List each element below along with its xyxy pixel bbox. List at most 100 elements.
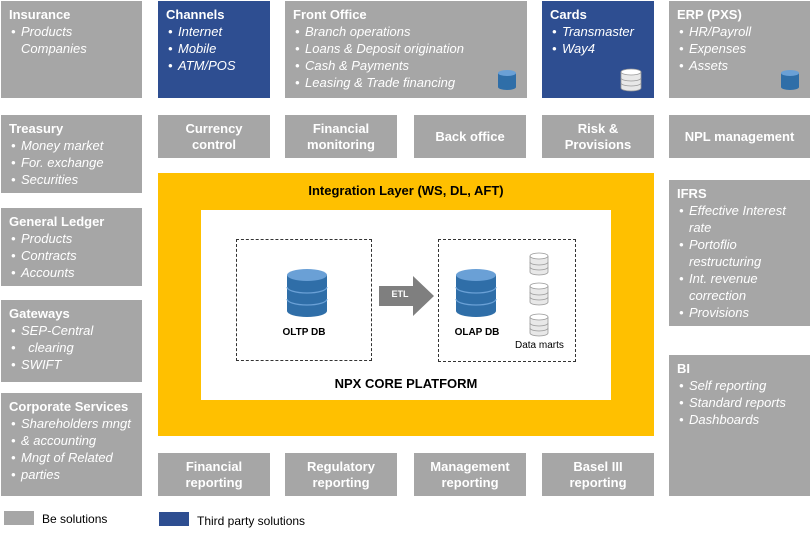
list-item: •Standard reports xyxy=(679,395,786,410)
etl-arrow xyxy=(379,276,434,316)
cards-panel: Cards •Transmaster •Way4 xyxy=(542,1,654,98)
list-item: •Mobile xyxy=(168,41,217,56)
module-label: Regulatory reporting xyxy=(307,458,375,490)
financial-reporting-module: Financial reporting xyxy=(158,453,270,496)
etl-label: ETL xyxy=(391,289,409,299)
legend-be-solutions: Be solutions xyxy=(42,512,108,526)
ifrs-panel: IFRS •Effective Interest rate •Portoflio… xyxy=(669,180,810,326)
list-item: •For. exchange xyxy=(11,155,104,170)
oltp-database-icon xyxy=(286,269,328,317)
list-item: correction xyxy=(689,288,747,303)
list-item: • clearing xyxy=(11,340,74,355)
list-item: •Loans & Deposit origination xyxy=(295,41,464,56)
list-item: •Internet xyxy=(168,24,223,39)
list-item: •Shareholders mngt xyxy=(11,416,131,431)
corporate-services-panel: Corporate Services •Shareholders mngt •&… xyxy=(1,393,142,496)
panel-list: •Transmaster •Way4 xyxy=(550,23,654,57)
panel-list: •Products •Contracts •Accounts xyxy=(9,230,142,281)
module-label: Basel III reporting xyxy=(569,458,627,490)
channels-panel: Channels •Internet •Mobile •ATM/POS xyxy=(158,1,270,98)
list-item: •Effective Interest xyxy=(679,203,786,218)
list-item: •Int. revenue xyxy=(679,271,758,286)
list-item: •SEP-Central xyxy=(11,323,94,338)
erp-panel: ERP (PXS) •HR/Payroll •Expenses •Assets xyxy=(669,1,810,98)
olap-database-icon xyxy=(455,269,497,317)
data-mart-icon xyxy=(529,282,549,306)
server-icon xyxy=(620,68,642,92)
currency-control-module: Currency control xyxy=(158,115,270,158)
basel-reporting-module: Basel III reporting xyxy=(542,453,654,496)
list-item: •Mngt of Related xyxy=(11,450,113,465)
risk-provisions-module: Risk & Provisions xyxy=(542,115,654,158)
list-item: •Contracts xyxy=(11,248,77,263)
npl-management-module: NPL management xyxy=(669,115,810,158)
olap-box: OLAP DB Data marts xyxy=(438,239,576,362)
financial-monitoring-module: Financial monitoring xyxy=(285,115,397,158)
list-item: •HR/Payroll xyxy=(679,24,752,39)
list-item: •ATM/POS xyxy=(168,58,236,73)
core-platform: OLTP DB ETL OLAP DB xyxy=(201,210,611,400)
regulatory-reporting-module: Regulatory reporting xyxy=(285,453,397,496)
legend-blue-swatch xyxy=(159,512,189,526)
list-item: •Products xyxy=(11,24,73,39)
olap-label: OLAP DB xyxy=(454,327,500,338)
panel-title: IFRS xyxy=(677,186,707,201)
list-item: •SWIFT xyxy=(11,357,62,372)
module-label: Management reporting xyxy=(430,458,510,490)
oltp-label: OLTP DB xyxy=(282,327,326,338)
panel-title: Treasury xyxy=(9,121,64,136)
list-item: •Provisions xyxy=(679,305,749,320)
data-mart-icon xyxy=(529,313,549,337)
database-icon xyxy=(498,70,516,90)
list-item: rate xyxy=(689,220,712,235)
data-mart-icon xyxy=(529,252,549,276)
gateways-panel: Gateways •SEP-Central • clearing •SWIFT xyxy=(1,300,142,382)
module-label: NPL management xyxy=(684,128,795,144)
management-reporting-module: Management reporting xyxy=(414,453,526,496)
panel-title: General Ledger xyxy=(9,214,105,229)
list-item: •Products xyxy=(11,231,73,246)
list-item: •Self reporting xyxy=(679,378,767,393)
list-item: •parties xyxy=(11,467,61,482)
module-label: Financial monitoring xyxy=(307,120,375,152)
list-item: •Securities xyxy=(11,172,79,187)
panel-list: •Effective Interest rate •Portoflio rest… xyxy=(677,202,810,321)
panel-list: •Branch operations •Loans & Deposit orig… xyxy=(293,23,527,91)
panel-title: Gateways xyxy=(9,306,70,321)
treasury-panel: Treasury •Money market •For. exchange •S… xyxy=(1,115,142,193)
panel-title: Insurance xyxy=(9,7,71,22)
list-item: •Dashboards xyxy=(679,412,760,427)
panel-title: BI xyxy=(677,361,690,376)
panel-title: Front Office xyxy=(293,7,367,22)
module-label: Back office xyxy=(435,128,505,144)
module-label: Currency control xyxy=(185,120,243,152)
list-item: •& accounting xyxy=(11,433,97,448)
integration-title: Integration Layer (WS, DL, AFT) xyxy=(308,183,504,198)
list-item: •Cash & Payments xyxy=(295,58,410,73)
panel-title: Cards xyxy=(550,7,587,22)
data-marts-label: Data marts xyxy=(515,340,564,351)
panel-list: •Shareholders mngt •& accounting •Mngt o… xyxy=(9,415,142,483)
panel-list: •Money market •For. exchange •Securities xyxy=(9,137,142,188)
panel-list: •Internet •Mobile •ATM/POS xyxy=(166,23,270,74)
database-icon xyxy=(781,70,799,90)
panel-title: Corporate Services xyxy=(9,399,129,414)
general-ledger-panel: General Ledger •Products •Contracts •Acc… xyxy=(1,208,142,286)
panel-list: •SEP-Central • clearing •SWIFT xyxy=(9,322,142,373)
list-item: •Money market xyxy=(11,138,104,153)
panel-title: Channels xyxy=(166,7,225,22)
list-item: •Leasing & Trade financing xyxy=(295,75,456,90)
panel-list: •HR/Payroll •Expenses •Assets xyxy=(677,23,810,74)
list-item: restructuring xyxy=(689,254,762,269)
panel-list: •Self reporting •Standard reports •Dashb… xyxy=(677,377,810,428)
module-label: Financial reporting xyxy=(185,458,243,490)
panel-title: ERP (PXS) xyxy=(677,7,742,22)
insurance-panel: Insurance •Products Companies xyxy=(1,1,142,98)
integration-layer: Integration Layer (WS, DL, AFT) OLTP DB … xyxy=(158,173,654,436)
module-label: Risk & Provisions xyxy=(564,120,632,152)
front-office-panel: Front Office •Branch operations •Loans &… xyxy=(285,1,527,98)
list-item: •Branch operations xyxy=(295,24,411,39)
list-item: Companies xyxy=(21,41,87,56)
legend-third-party: Third party solutions xyxy=(197,514,306,528)
list-item: •Expenses xyxy=(679,41,747,56)
